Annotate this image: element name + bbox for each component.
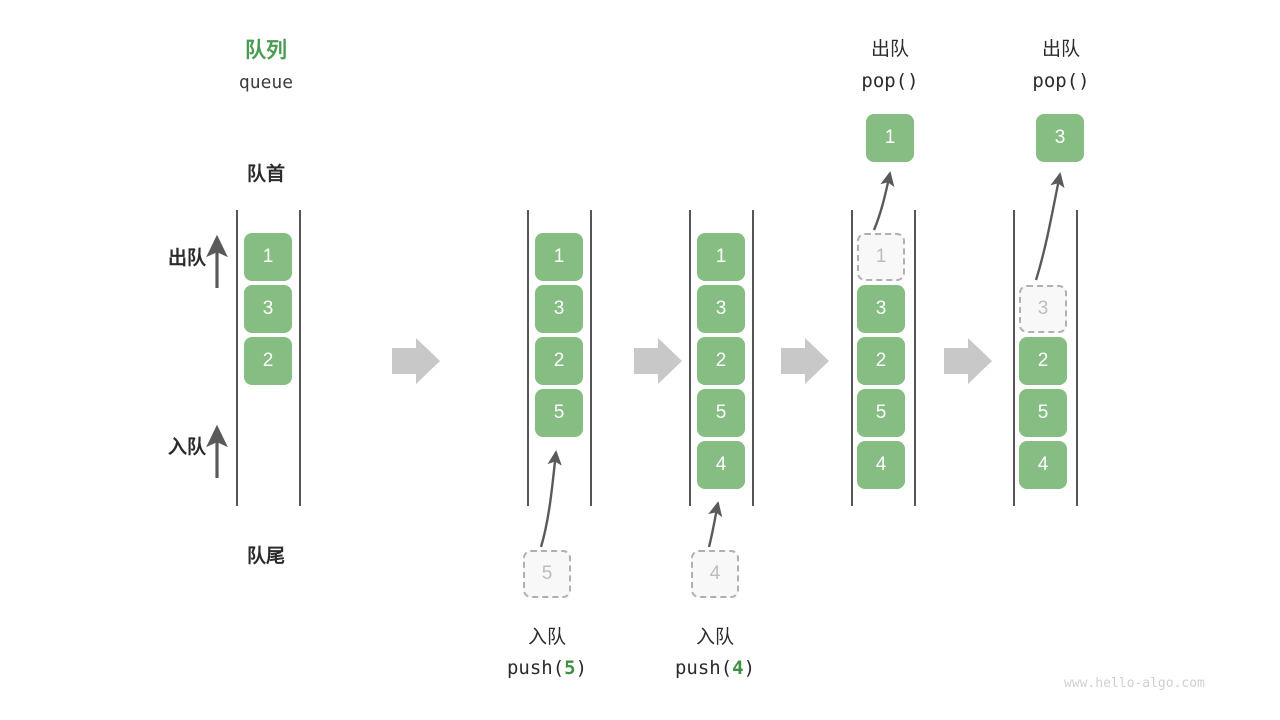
operation-label-cn: 入队 [527,627,566,648]
queue-cell: 5 [857,389,905,437]
queue-rail-left-2 [527,210,529,506]
queue-rail-right-5 [1076,210,1078,506]
queue-cell: 5 [697,389,745,437]
queue-cell: 4 [857,441,905,489]
queue-rail-left-5 [1013,210,1015,506]
queue-rail-left-4 [851,210,853,506]
queue-cell: 4 [697,441,745,489]
queue-cell: 2 [857,337,905,385]
queue-cell: 3 [857,285,905,333]
queue-rail-left-3 [689,210,691,506]
dequeue-direction-label: 出队 [167,248,206,269]
operation-code: pop() [981,70,1141,92]
operation-code-suffix: ) [743,657,756,679]
enqueue-direction-label: 入队 [167,437,206,458]
operation-code: push(5) [467,657,627,679]
page-title-cn: 队列 [245,39,287,62]
queue-cell: 2 [697,337,745,385]
queue-rail-right-1 [299,210,301,506]
operation-code-arg: 5 [564,657,576,679]
queue-cell: 5 [1019,389,1067,437]
queue-rail-right-2 [590,210,592,506]
queue-cell: 1 [535,233,583,281]
rear-label: 队尾 [246,546,285,567]
operation-label-cn: 入队 [695,627,734,648]
transition-arrow-1 [392,338,440,384]
queue-rail-left-1 [236,210,238,506]
queue-cell: 2 [1019,337,1067,385]
queue-cell: 1 [244,233,292,281]
queue-rail-right-3 [752,210,754,506]
popped-element: 3 [1036,114,1084,162]
operation-code-prefix: push( [506,657,565,679]
transition-arrow-3 [781,338,829,384]
operation-code: push(4) [635,657,795,679]
operation-code-prefix: pop( [861,70,908,92]
queue-cell: 2 [535,337,583,385]
pop-arrow-3 [1034,172,1065,281]
queue-cell: 3 [697,285,745,333]
operation-code-prefix: pop( [1032,70,1079,92]
operation-code-suffix: ) [907,70,919,92]
operation-label-cn: 出队 [1041,39,1080,60]
operation-code-suffix: ) [575,657,588,679]
front-label: 队首 [246,164,285,185]
push-arrow-5 [539,450,562,548]
watermark: www.hello-algo.com [1064,676,1205,691]
queue-rail-right-4 [914,210,916,506]
pop-arrow-1 [872,171,895,231]
queue-cell-ghost: 3 [1019,285,1067,333]
incoming-element-ghost: 5 [523,550,571,598]
page-title-en: queue [238,72,294,93]
queue-cell: 3 [535,285,583,333]
incoming-element-ghost: 4 [691,550,739,598]
operation-code-arg: 4 [732,657,744,679]
queue-cell: 4 [1019,441,1067,489]
queue-cell: 5 [535,389,583,437]
transition-arrow-2 [634,338,682,384]
popped-element: 1 [866,114,914,162]
operation-label-cn: 出队 [870,39,909,60]
operation-code-prefix: push( [674,657,733,679]
transition-arrow-4 [944,338,992,384]
queue-cell: 3 [244,285,292,333]
push-arrow-4 [707,501,723,548]
queue-cell: 2 [244,337,292,385]
queue-cell: 1 [697,233,745,281]
queue-cell-ghost: 1 [857,233,905,281]
operation-code: pop() [810,70,970,92]
operation-code-suffix: ) [1078,70,1090,92]
